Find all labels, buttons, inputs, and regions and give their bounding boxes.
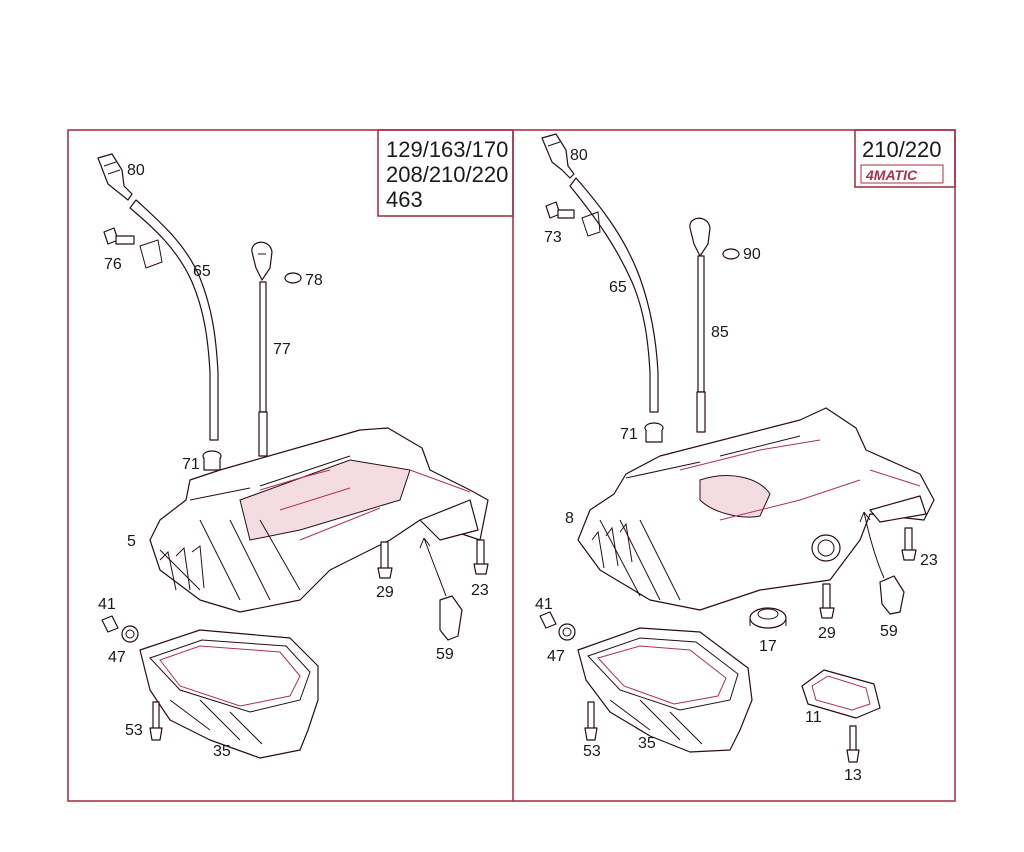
left-drain-plug	[101, 615, 119, 633]
callout-59-left: 59	[436, 646, 454, 663]
left-tube-cap	[97, 153, 133, 201]
callout-85-right: 85	[711, 324, 729, 341]
right-model-box	[854, 129, 956, 188]
right-seal-ring	[722, 248, 740, 260]
left-guide-tube	[129, 199, 219, 441]
callout-78-left: 78	[305, 272, 323, 289]
callout-23-left: 23	[471, 582, 489, 599]
callout-65-left: 65	[193, 263, 211, 280]
callout-80-right: 80	[570, 147, 588, 164]
callout-5-left: 5	[127, 533, 136, 550]
callout-41-right: 41	[535, 596, 553, 613]
callout-29-left: 29	[376, 584, 394, 601]
left-seal-ring	[284, 272, 302, 284]
left-bolt-23	[473, 539, 489, 575]
callout-59-right: 59	[880, 623, 898, 640]
callout-11-right: 11	[805, 709, 822, 726]
callout-90-right: 90	[743, 246, 761, 263]
callout-13-right: 13	[844, 767, 862, 784]
left-model-line-1: 129/163/170	[386, 137, 508, 162]
callout-47-right: 47	[547, 648, 565, 665]
right-bolt-29	[819, 583, 835, 619]
svg-text:4MATIC: 4MATIC	[865, 167, 918, 183]
callout-17-right: 17	[759, 638, 777, 655]
callout-47-left: 47	[108, 649, 126, 666]
right-bolt-53	[584, 701, 598, 741]
callout-8-right: 8	[565, 510, 574, 527]
right-arrow	[859, 511, 885, 579]
4matic-logo: 4MATIC	[860, 164, 944, 184]
callout-73-right: 73	[544, 229, 562, 246]
left-bolt-76	[103, 227, 135, 245]
left-model-line-3: 463	[386, 187, 423, 212]
left-plug-71	[202, 450, 222, 471]
right-lower-oil-pan	[577, 627, 753, 753]
right-plug-71	[644, 422, 664, 443]
callout-41-left: 41	[98, 596, 116, 613]
right-washer	[558, 623, 576, 641]
right-gasket-59	[879, 575, 905, 615]
right-bolt-13	[846, 725, 860, 763]
left-arrow	[419, 537, 447, 597]
left-model-box	[377, 129, 514, 217]
right-guide-tube	[569, 177, 659, 413]
right-model-line-1: 210/220	[862, 137, 942, 162]
callout-77-left: 77	[273, 341, 291, 358]
left-lower-oil-pan	[139, 629, 319, 759]
callout-71-right: 71	[620, 426, 638, 443]
right-bolt-23	[901, 527, 917, 561]
right-tube-cap	[541, 133, 575, 179]
callout-53-left: 53	[125, 722, 143, 739]
callout-76-left: 76	[104, 256, 122, 273]
callout-71-left: 71	[182, 456, 200, 473]
callout-29-right: 29	[818, 625, 836, 642]
left-gasket-59	[439, 595, 463, 641]
callout-35-left: 35	[213, 743, 231, 760]
right-drain-plug	[539, 611, 557, 629]
left-washer	[121, 625, 139, 643]
right-cover-11	[801, 669, 881, 719]
right-bolt-73	[545, 201, 575, 219]
left-dipstick	[251, 241, 273, 457]
callout-23-right: 23	[920, 552, 938, 569]
callout-35-right: 35	[638, 735, 656, 752]
callout-80-left: 80	[127, 162, 145, 179]
left-bolt-53	[149, 701, 163, 741]
callout-65-right: 65	[609, 279, 627, 296]
left-upper-oil-pan	[149, 427, 489, 613]
right-seal-17	[749, 607, 787, 629]
right-dipstick	[689, 217, 711, 433]
left-model-line-2: 208/210/220	[386, 162, 508, 187]
right-upper-oil-pan	[577, 407, 935, 611]
callout-53-right: 53	[583, 743, 601, 760]
left-bolt-29	[377, 541, 393, 579]
